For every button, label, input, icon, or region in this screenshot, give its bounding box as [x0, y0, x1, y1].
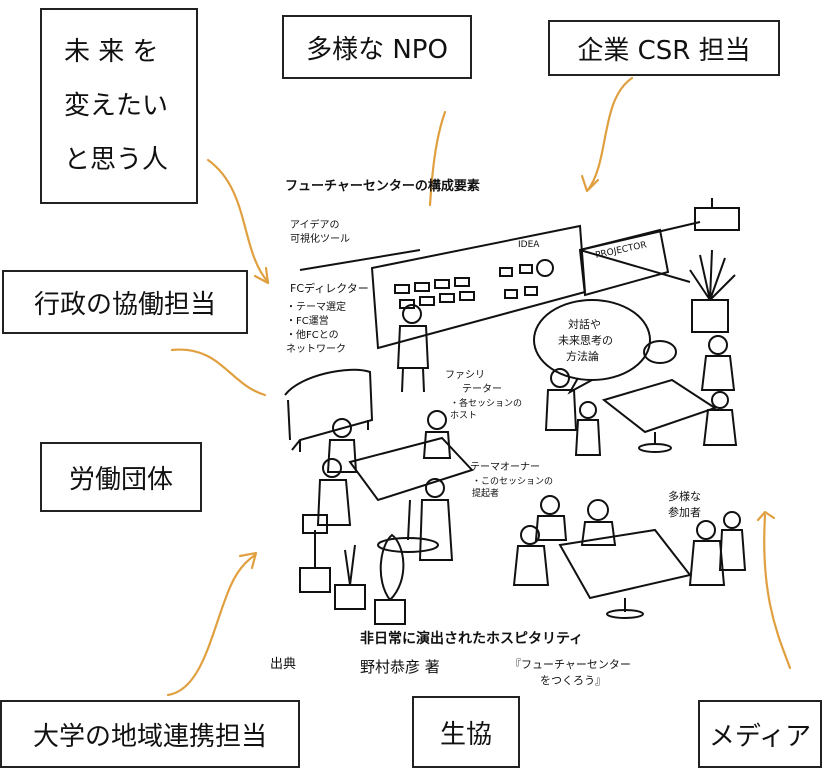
bubble-line1: 対話や [568, 317, 601, 331]
coop-label: 生協 [439, 719, 492, 750]
sofa [284, 368, 374, 452]
box-csr: 企業 CSR 担当 [548, 20, 780, 76]
facilitator-title2: テーター [462, 383, 502, 395]
box-media: メディア [698, 700, 822, 768]
arrow-csr [586, 76, 634, 192]
box-labor: 労働団体 [40, 442, 202, 512]
facilitator-figure [544, 368, 578, 431]
participants-line2: 参加者 [668, 505, 701, 519]
whiteboard [299, 224, 587, 350]
arrow-future-people [206, 158, 270, 284]
box-coop: 生協 [412, 696, 520, 768]
arrow-media [763, 513, 792, 670]
arrow-npo [428, 110, 447, 207]
table-left [348, 436, 474, 553]
participants-right [574, 335, 738, 456]
box-future-people: 未 来 を 変えたい と思う人 [40, 8, 198, 204]
fc-director-title: FCディレクター [290, 281, 369, 295]
box-government: 行政の協働担当 [2, 270, 248, 334]
table-right [601, 378, 718, 453]
speech-bubble [533, 299, 677, 395]
arrow-university-head [238, 551, 258, 570]
participants-bottom [512, 495, 747, 586]
labor-label: 労働団体 [68, 464, 173, 495]
arrow-media-head [756, 510, 776, 522]
fc-director-item-4: ネットワーク [286, 343, 346, 355]
bubble-line3: 方法論 [566, 349, 599, 363]
media-label: メディア [708, 721, 812, 752]
idea-tools-line1: アイデアの [290, 218, 340, 231]
potted-plants [299, 514, 406, 625]
university-label: 大学の地域連携担当 [32, 721, 267, 752]
fc-director-item-3: ・他FCとの [286, 328, 339, 341]
projector [578, 198, 740, 297]
arrow-csr-head [580, 174, 600, 193]
source-book-line2: をつくろう』 [540, 674, 606, 687]
idea-tools-line2: 可視化ツール [290, 232, 350, 245]
box-npo: 多様な NPO [282, 15, 472, 79]
theme-owner-title: テーマオーナー [470, 461, 540, 473]
npo-label: 多様な NPO [306, 34, 448, 65]
facilitator-item-1: ・各セッションの [450, 397, 522, 409]
fc-director-item-1: ・テーマ選定 [286, 300, 346, 313]
facilitator-item-2: ホスト [450, 410, 477, 421]
arrow-future-people-head [253, 266, 270, 285]
source-label: 出典 [270, 657, 296, 672]
theme-owner-item-1: ・このセッションの [472, 476, 553, 487]
fc-director-item-2: ・FC運営 [286, 314, 329, 327]
theme-owner-item-2: 提起者 [472, 488, 499, 499]
arrow-university [166, 553, 257, 697]
participants-left [316, 410, 454, 561]
director-figure [396, 304, 430, 393]
bubble-line2: 未来思考の [558, 334, 613, 347]
future-people-line3: と思う人 [64, 145, 169, 175]
plant-icon [689, 249, 736, 333]
participants-line1: 多様な [668, 489, 701, 503]
idea-label: IDEA [518, 240, 540, 250]
arrow-government [170, 348, 267, 397]
csr-label: 企業 CSR 担当 [577, 35, 751, 66]
future-people-line2: 変えたい [64, 91, 169, 121]
facilitator-title: ファシリ [445, 370, 485, 381]
illus-title: フューチャーセンターの構成要素 [285, 178, 480, 194]
government-label: 行政の協働担当 [33, 289, 216, 320]
illus-caption: 非日常に演出されたホスピタリティ [360, 630, 583, 647]
box-university: 大学の地域連携担当 [0, 700, 300, 768]
source-book-line1: 『フューチャーセンター [510, 658, 631, 671]
source-author: 野村恭彦 著 [360, 658, 440, 676]
future-people-line1: 未 来 を [64, 37, 159, 67]
table-bottom-right [558, 528, 692, 619]
